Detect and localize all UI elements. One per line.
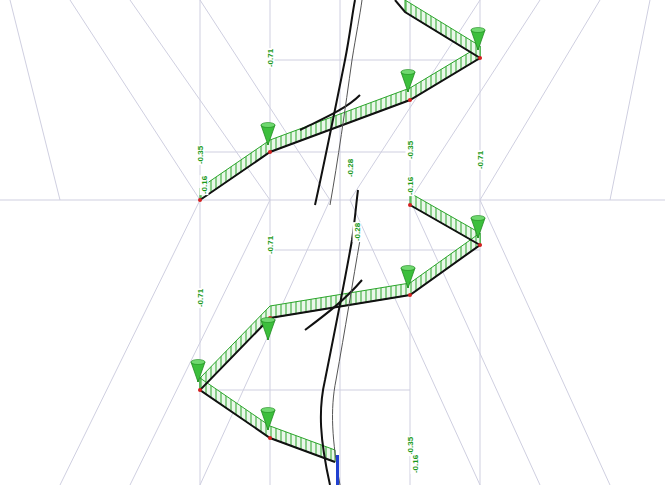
load-value: -0.71 — [266, 48, 275, 68]
load-arrow — [191, 28, 485, 431]
load-value: -0.71 — [476, 150, 485, 170]
load-value: -0.71 — [266, 235, 275, 255]
support-marker — [336, 455, 339, 485]
stair-member — [200, 0, 480, 485]
load-value: -0.35 — [196, 145, 205, 165]
load-value: -0.16 — [406, 176, 415, 196]
load-value: -0.16 — [411, 454, 420, 474]
load-band — [200, 0, 480, 462]
load-value: -0.16 — [200, 175, 209, 195]
load-value: -0.71 — [196, 288, 205, 308]
load-value: -0.28 — [346, 158, 355, 178]
stair-stringer — [330, 0, 362, 485]
fe-node — [198, 56, 482, 440]
load-value: -0.28 — [353, 222, 362, 242]
load-value: -0.35 — [406, 140, 415, 160]
